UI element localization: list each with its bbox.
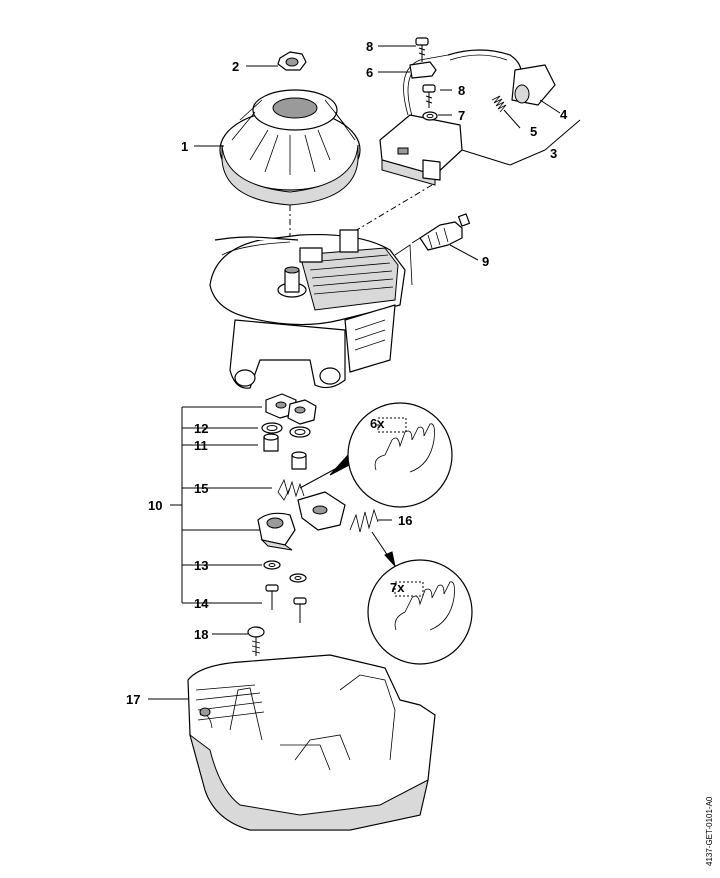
callout-3: 3 bbox=[550, 146, 557, 161]
shroud-housing bbox=[187, 654, 436, 831]
flywheel bbox=[219, 89, 361, 206]
spring-16 bbox=[349, 508, 379, 533]
detail-label-7x: 7x bbox=[390, 580, 405, 595]
engine-block bbox=[209, 229, 413, 389]
callout-8b: 8 bbox=[458, 83, 465, 98]
washer-12 bbox=[261, 422, 311, 438]
screw-mid bbox=[422, 84, 436, 108]
detail-spring-7 bbox=[367, 531, 473, 665]
detail-spring-6 bbox=[299, 402, 453, 508]
callout-1: 1 bbox=[181, 139, 188, 154]
callout-labels: 1 2 3 4 5 6 7 8 8 9 10 11 12 13 14 15 16… bbox=[126, 39, 568, 707]
callout-14: 14 bbox=[194, 596, 209, 611]
bracket-10 bbox=[170, 406, 272, 604]
washer bbox=[422, 111, 438, 121]
callout-9: 9 bbox=[482, 254, 489, 269]
callout-11: 11 bbox=[194, 438, 208, 453]
clutch-shoes bbox=[257, 491, 346, 551]
washers-13 bbox=[263, 560, 307, 583]
spring-small bbox=[491, 95, 507, 113]
leader-lines bbox=[148, 45, 581, 700]
screw-top bbox=[415, 37, 429, 62]
detail-label-6x: 6x bbox=[370, 416, 385, 431]
clutch-hub-pieces bbox=[265, 393, 317, 425]
callout-17: 17 bbox=[126, 692, 140, 707]
spring-15 bbox=[277, 478, 305, 501]
callout-7: 7 bbox=[458, 108, 465, 123]
callout-4: 4 bbox=[560, 107, 568, 122]
callout-15: 15 bbox=[194, 481, 208, 496]
callout-18: 18 bbox=[194, 627, 208, 642]
ignition-module bbox=[379, 49, 556, 186]
spark-plug bbox=[411, 213, 471, 251]
bushing-11 bbox=[263, 433, 307, 470]
screws-14 bbox=[265, 584, 307, 623]
nut bbox=[277, 51, 307, 71]
callout-12: 12 bbox=[194, 421, 208, 436]
callout-8a: 8 bbox=[366, 39, 373, 54]
callout-5: 5 bbox=[530, 124, 537, 139]
callout-6: 6 bbox=[366, 65, 373, 80]
callout-13: 13 bbox=[194, 558, 208, 573]
callout-10: 10 bbox=[148, 498, 162, 513]
screw-18 bbox=[247, 626, 265, 656]
document-id: 4137-GET-0101-A0 bbox=[705, 796, 714, 866]
callout-16: 16 bbox=[398, 513, 412, 528]
callout-2: 2 bbox=[232, 59, 239, 74]
